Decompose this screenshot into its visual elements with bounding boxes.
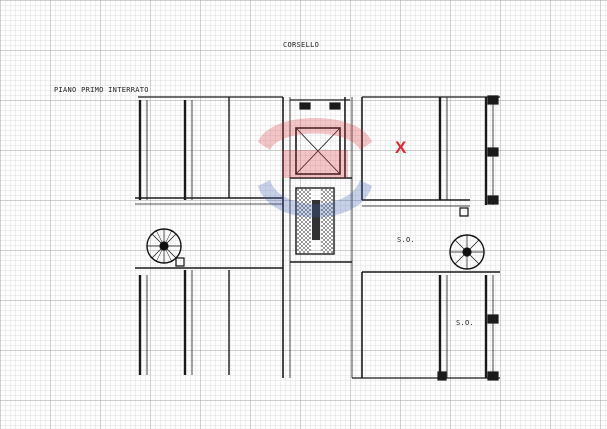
right-wing [352,95,500,381]
stair-flights-right [321,189,333,253]
floor-label: PIANO PRIMO INTERRATO [54,86,149,94]
room-label-so-upper: S.O. [397,236,416,244]
central-core [290,97,353,378]
unit-marker: X [395,138,407,157]
street-label: CORSELLO [283,41,320,49]
watermark-logo [258,118,372,218]
left-wing [135,96,291,378]
room-label-so-lower: S.O. [456,319,475,327]
stair-flights [297,189,311,253]
right-spiral-stair [449,207,485,270]
left-spiral-stair [146,228,185,267]
